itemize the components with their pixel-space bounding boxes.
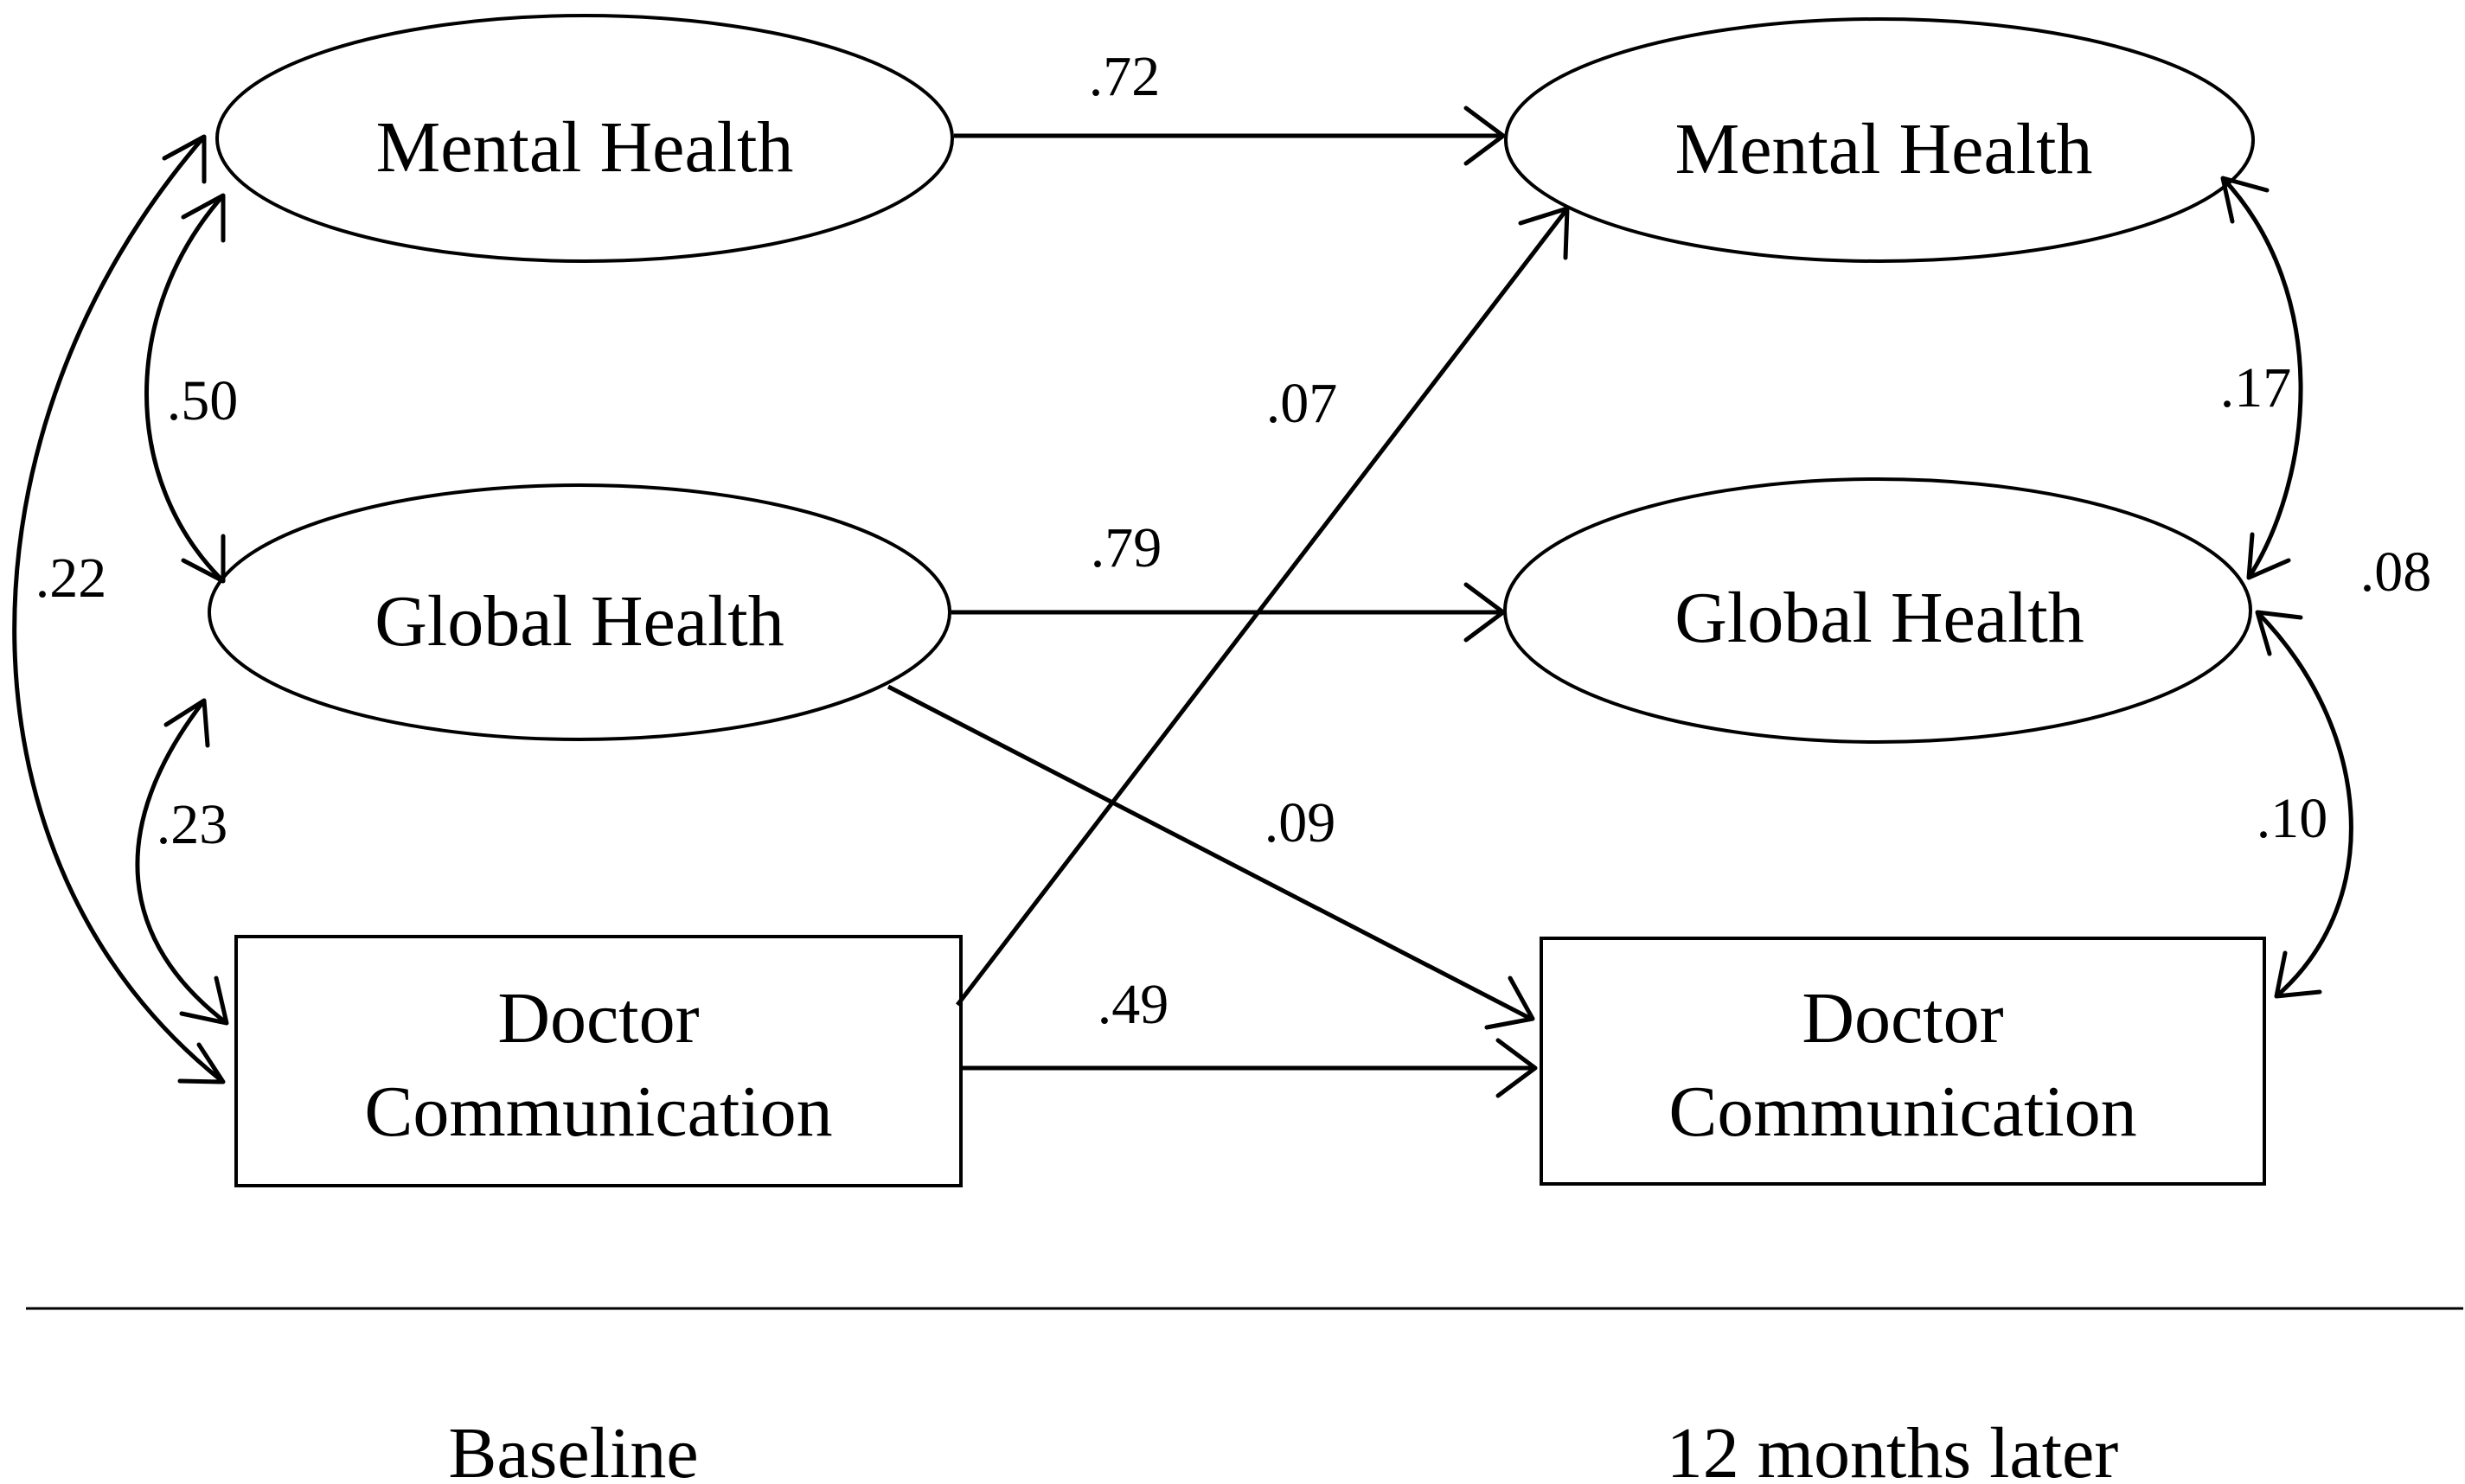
node-later-doctor-communication: Doctor Communication	[1540, 937, 2266, 1186]
correlation-label-later-mental-doctor: .08	[2360, 541, 2432, 604]
coefficient-doctor-stability: .49	[1098, 973, 1169, 1036]
node-baseline-doctor-communication: Doctor Communication	[234, 935, 963, 1187]
node-label: Global Health	[1674, 578, 2084, 658]
node-label: Mental Health	[376, 107, 794, 188]
path-doctor-stability	[963, 1038, 1538, 1098]
coefficient-global-to-doctor: .09	[1265, 791, 1336, 854]
correlation-baseline-mental-global	[144, 193, 226, 584]
correlation-later-mental-global	[2220, 176, 2303, 580]
correlation-label-baseline-global-doctor: .23	[157, 793, 228, 856]
correlation-label-baseline-mental-global: .50	[167, 369, 239, 432]
node-later-global-health: Global Health	[1503, 477, 2252, 744]
node-label-line-2: Communication	[1668, 1071, 2136, 1152]
node-baseline-global-health: Global Health	[208, 483, 951, 741]
coefficient-doctor-to-mental: .07	[1266, 372, 1338, 435]
node-later-mental-health: Mental Health	[1504, 17, 2255, 263]
correlation-baseline-mental-doctor	[12, 134, 226, 1084]
node-label-line-1: Doctor	[1802, 978, 2003, 1059]
coefficient-mental-stability: .72	[1089, 45, 1161, 108]
path-global-stability	[951, 582, 1506, 643]
path-mental-stability	[954, 106, 1506, 166]
correlation-label-later-mental-global: .17	[2220, 356, 2292, 419]
correlation-label-later-global-doctor: .10	[2257, 787, 2328, 850]
correlation-later-global-doctor	[2255, 610, 2353, 999]
node-label: Mental Health	[1675, 109, 2093, 189]
path-doctor-to-mental	[956, 206, 1570, 1007]
correlation-label-baseline-mental-doctor: .22	[35, 547, 107, 610]
node-label-line-2: Communication	[364, 1071, 832, 1152]
correlation-baseline-global-doctor	[135, 698, 229, 1026]
node-label: Global Health	[375, 581, 784, 662]
node-baseline-mental-health: Mental Health	[215, 14, 954, 263]
coefficient-global-stability: .79	[1091, 516, 1162, 579]
path-global-to-doctor	[887, 684, 1535, 1030]
footer-label-later: 12 months later	[1667, 1413, 2119, 1484]
node-label-line-1: Doctor	[497, 978, 699, 1059]
footer-label-baseline: Baseline	[448, 1413, 698, 1484]
